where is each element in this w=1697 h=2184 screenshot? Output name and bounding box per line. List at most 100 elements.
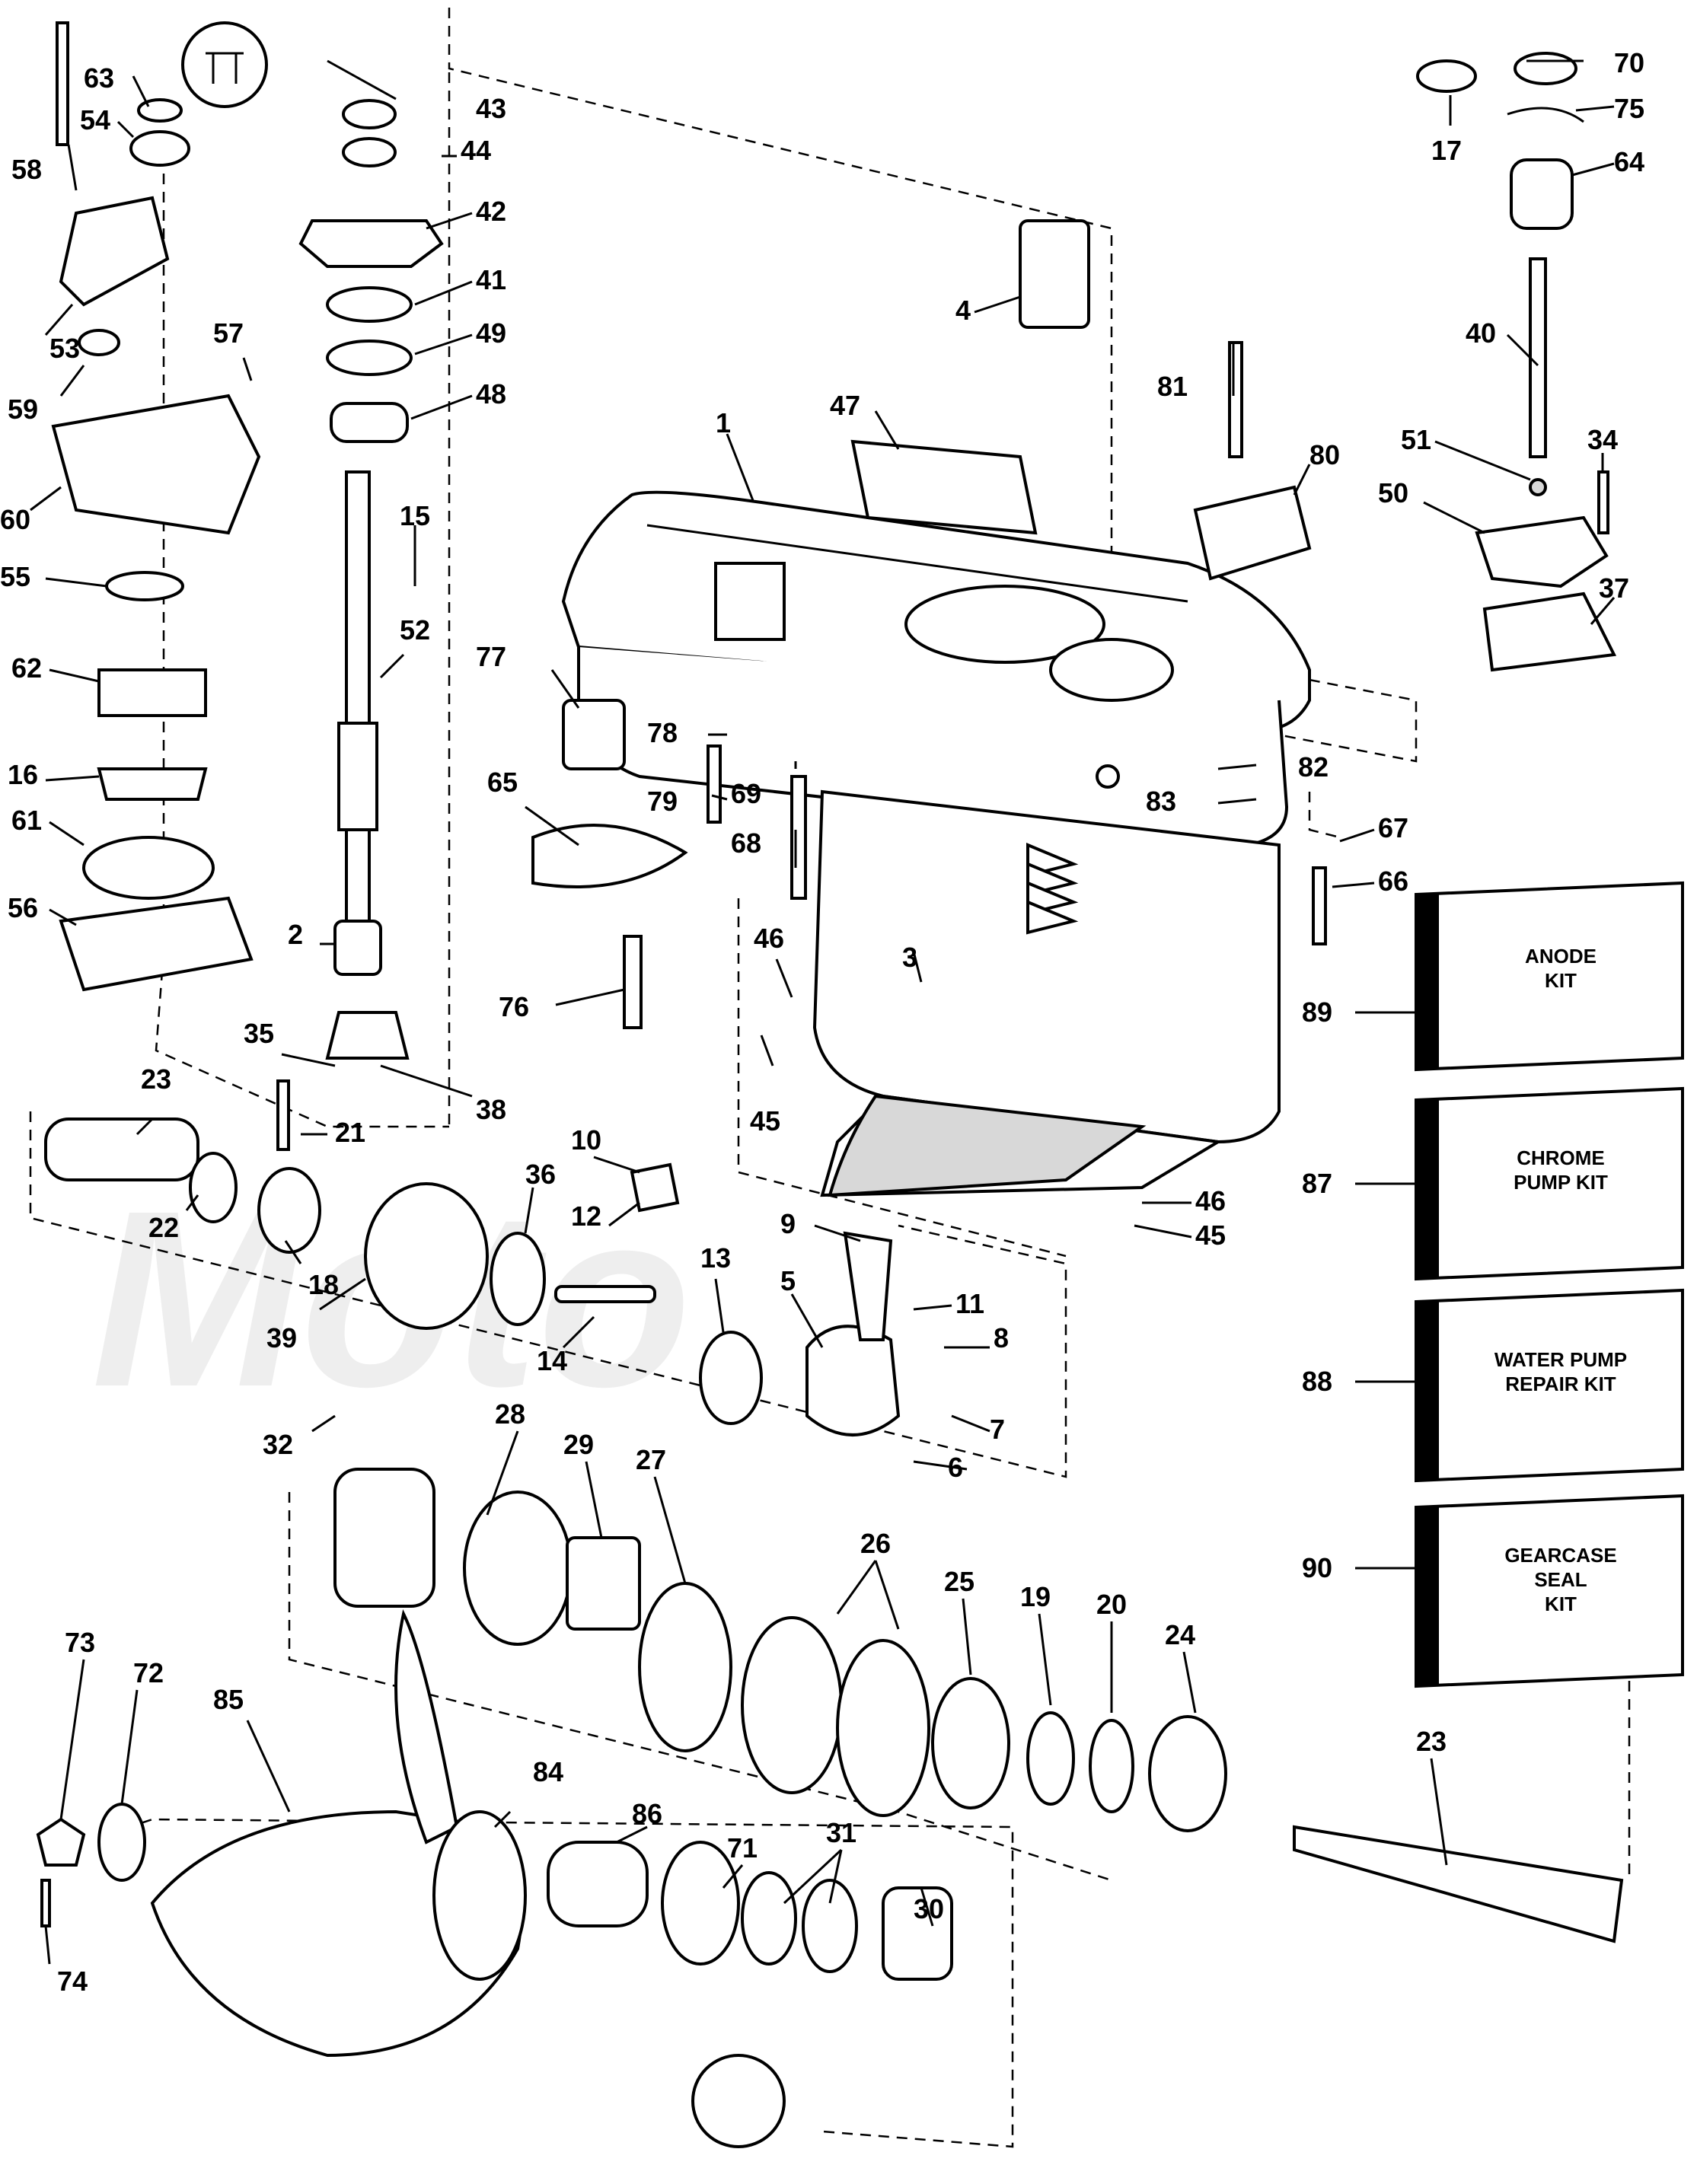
callout-36: 36	[525, 1159, 556, 1190]
kit-anode-label-line2: KIT	[1545, 969, 1577, 992]
callout-19: 19	[1020, 1581, 1051, 1612]
callout-51: 51	[1401, 424, 1431, 455]
callout-15: 15	[400, 500, 430, 531]
callout-62: 62	[11, 652, 42, 684]
kit-chrome-pump-number: 87	[1302, 1168, 1332, 1199]
callout-81: 81	[1157, 371, 1188, 402]
callout-52: 52	[400, 614, 430, 646]
callout-42: 42	[476, 196, 506, 227]
callout-2: 2	[288, 919, 303, 950]
kit-water-pump-repair-label-line2: REPAIR KIT	[1505, 1373, 1616, 1395]
kit-gearcase-seal-label-line1: GEARCASE	[1504, 1544, 1616, 1567]
callout-26: 26	[860, 1528, 891, 1559]
callout-76: 76	[499, 991, 529, 1022]
callout-16: 16	[8, 759, 38, 790]
assembly-dashed-lines	[29, 8, 1631, 2148]
callout-59: 59	[8, 394, 38, 425]
callout-37: 37	[1599, 572, 1629, 604]
callout-63: 63	[84, 62, 114, 94]
kit-water-pump-repair: WATER PUMP REPAIR KIT 88	[1302, 1288, 1684, 1483]
callout-3: 3	[902, 942, 917, 973]
kit-gearcase-seal-number: 90	[1302, 1552, 1332, 1583]
kit-anode: ANODE KIT 89	[1302, 881, 1684, 1072]
kit-gearcase-seal: GEARCASE SEAL KIT 90	[1302, 1494, 1684, 1688]
callout-25: 25	[944, 1566, 974, 1597]
callout-29: 29	[563, 1429, 594, 1460]
callout-12: 12	[571, 1200, 601, 1232]
callout-68: 68	[731, 827, 761, 859]
propeller	[36, 1609, 953, 2148]
callout-79: 79	[647, 786, 678, 817]
callout-77: 77	[476, 641, 506, 672]
callout-66: 66	[1378, 866, 1408, 897]
callout-43: 43	[476, 93, 506, 124]
callout-56: 56	[8, 892, 38, 923]
callout-61: 61	[11, 805, 42, 836]
callout-9: 9	[780, 1208, 796, 1239]
callout-44: 44	[461, 135, 491, 166]
callout-54: 54	[80, 104, 110, 136]
callout-22: 22	[148, 1212, 179, 1243]
callout-48: 48	[476, 378, 506, 410]
callout-71: 71	[727, 1832, 758, 1864]
kit-chrome-pump-label-line1: CHROME	[1517, 1146, 1605, 1169]
callout-38: 38	[476, 1094, 506, 1125]
callout-27: 27	[636, 1444, 666, 1475]
callout-58: 58	[11, 154, 42, 185]
kit-anode-number: 89	[1302, 996, 1332, 1028]
callout-4: 4	[955, 295, 971, 326]
kit-gearcase-seal-label-line2: SEAL	[1534, 1568, 1587, 1591]
callout-23b: 23	[1416, 1726, 1447, 1757]
callout-13: 13	[700, 1242, 731, 1274]
callout-60: 60	[0, 504, 30, 535]
callout-64: 64	[1614, 146, 1644, 177]
callout-5: 5	[780, 1265, 796, 1296]
callout-11: 11	[955, 1288, 984, 1319]
callout-18: 18	[308, 1269, 339, 1300]
callout-32: 32	[263, 1429, 293, 1460]
callout-78: 78	[647, 717, 678, 748]
gearcase-housing	[561, 490, 1311, 1197]
callout-14: 14	[537, 1345, 567, 1376]
kit-anode-label-line1: ANODE	[1525, 945, 1597, 968]
driveshaft-stack	[181, 21, 444, 1151]
callout-30: 30	[914, 1893, 944, 1924]
callout-24: 24	[1165, 1619, 1195, 1650]
callout-10: 10	[571, 1124, 601, 1156]
callout-49: 49	[476, 317, 506, 349]
water-intake-screen	[1026, 843, 1079, 935]
callout-74: 74	[57, 1966, 88, 1997]
callout-41: 41	[476, 264, 506, 295]
callout-45a: 45	[750, 1105, 780, 1137]
callout-70: 70	[1614, 47, 1644, 78]
callout-numbers: 1 2 3 4 5 6 7 8 9 10 11 12 13 14 15 16 1…	[0, 47, 1644, 1997]
water-pump-parts	[51, 21, 261, 992]
callout-57: 57	[213, 317, 244, 349]
callout-46b: 46	[1195, 1185, 1226, 1216]
callout-86: 86	[632, 1798, 662, 1829]
callout-46a: 46	[754, 923, 784, 954]
callout-35: 35	[244, 1018, 274, 1049]
callout-72: 72	[133, 1657, 164, 1688]
callout-28: 28	[495, 1398, 525, 1430]
callout-85: 85	[213, 1684, 244, 1715]
lower-unit-parts	[44, 1118, 1624, 1943]
callout-1: 1	[716, 407, 731, 438]
callout-67: 67	[1378, 812, 1408, 843]
callout-8: 8	[994, 1322, 1009, 1353]
kit-chrome-pump: CHROME PUMP KIT 87	[1302, 1086, 1684, 1281]
callout-23a: 23	[141, 1063, 171, 1095]
callout-20: 20	[1096, 1589, 1127, 1620]
callout-50: 50	[1378, 477, 1408, 509]
callout-7: 7	[990, 1414, 1005, 1445]
callout-17: 17	[1431, 135, 1462, 166]
callout-65: 65	[487, 767, 518, 798]
callout-69: 69	[731, 778, 761, 809]
callout-40: 40	[1466, 317, 1496, 349]
callout-53: 53	[49, 333, 80, 364]
kit-gearcase-seal-label-line3: KIT	[1545, 1593, 1577, 1615]
callout-39: 39	[266, 1322, 297, 1353]
callout-82: 82	[1298, 751, 1329, 783]
callout-84: 84	[533, 1756, 563, 1787]
